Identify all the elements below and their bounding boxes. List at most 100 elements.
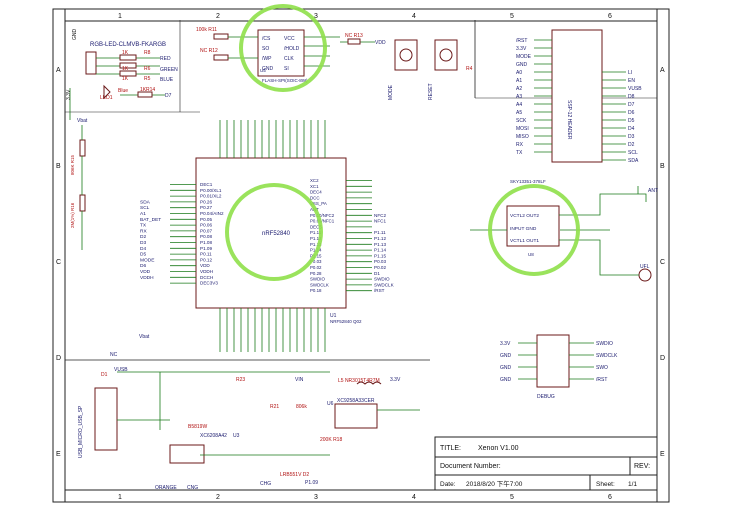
resistor-r15	[79, 139, 86, 157]
row-ruler-right	[656, 8, 670, 503]
column-ruler-bottom	[64, 489, 658, 503]
charger-part: XC6208A42	[200, 433, 227, 439]
vbat-power-label: Vbat	[139, 334, 150, 340]
r5-value: 1K	[122, 76, 129, 82]
date-value: 2018/8/20 下午7:00	[466, 479, 523, 488]
header-pin-left: MODE	[516, 54, 532, 60]
mcu-pin-right: P0.18	[310, 288, 322, 293]
mcu-net-right: P0.02	[374, 265, 386, 270]
mcu-highlight-circle	[225, 183, 323, 281]
d2-label: LRB551V D2	[280, 472, 309, 478]
r12-label: NC R12	[200, 48, 218, 54]
mcu-net-left: VDD	[140, 269, 151, 275]
resistor-r13	[347, 38, 361, 45]
r13-label: NC R13	[345, 33, 363, 39]
flash-pin-right: SI	[284, 66, 289, 72]
mcu-net-left: D4	[140, 246, 146, 252]
row-label-C: C	[56, 259, 61, 266]
charger-ic	[169, 444, 205, 464]
column-label-1: 1	[118, 13, 122, 20]
r16-label: 2M(1%) R16	[70, 202, 75, 228]
flash-pin-left: SO	[262, 46, 269, 52]
mcu-name: nRF52840	[262, 231, 291, 237]
power-block: USB_MICRO_USB_SP D1 VUSB NC Vbat XC6208A…	[78, 334, 420, 491]
mcu-net-right: P1.15	[374, 253, 386, 258]
mcu-pin-right: P1.11	[310, 230, 322, 235]
header-pin-left: A0	[516, 70, 522, 76]
mcu-pin-left: P0.05	[200, 217, 212, 222]
mcu-pin-left: P0.01/XL2	[200, 194, 222, 199]
column-label-3: 3	[314, 13, 318, 20]
mcu-pin-left: VDD	[200, 263, 210, 268]
debug-pin-left: GND	[500, 365, 512, 371]
r23-label: R23	[236, 377, 245, 383]
mcu-net-right: P1.11	[374, 230, 386, 235]
flash-vdd: VDD	[375, 40, 386, 46]
header-pin-left: SCK	[516, 118, 527, 124]
header-pin-left: A5	[516, 110, 522, 116]
column-label-bottom-4: 4	[412, 494, 416, 501]
column-label-6: 6	[608, 13, 612, 20]
mcu-pin-right: SWDIO	[310, 277, 325, 282]
reset-button	[434, 39, 458, 71]
mcu-net-right: P0.03	[374, 259, 386, 264]
header-pin-right: LI	[628, 70, 632, 76]
rf-highlight-circle	[488, 184, 580, 276]
flash-ref: U5	[260, 68, 266, 73]
mcu-net-left: RX	[140, 228, 147, 234]
header-pin-right: D6	[628, 110, 635, 116]
mcu-block: DEC1P0.00/XL1P0.01/XL2P0.26SDAP0.27SCLP0…	[140, 120, 395, 352]
mode-label: MODE	[388, 84, 394, 100]
mcu-net-right: SWDIO	[374, 277, 390, 282]
mcu-pin-right: DEC5	[310, 224, 322, 229]
mcu-pin-left: P1.09	[200, 246, 212, 251]
mcu-net-right: /RST	[374, 288, 385, 293]
column-label-bottom-5: 5	[510, 494, 514, 501]
header-pin-left: RX	[516, 142, 524, 148]
r8-value: 1K	[122, 50, 129, 56]
mcu-pin-left: P0.08	[200, 234, 212, 239]
led1-diode	[103, 84, 111, 100]
mcu-net-right: NFC2	[374, 213, 386, 218]
header-pin-left: A1	[516, 78, 522, 84]
mcu-pin-left: P0.07	[200, 228, 212, 233]
mcu-part: NRF52840 Q02	[330, 319, 362, 324]
mcu-pin-right: XC1	[310, 184, 319, 189]
header-pin-left: 3.3V	[516, 46, 527, 52]
rf-switch-ic	[506, 205, 560, 247]
mcu-pin-left: P0.00/XL1	[200, 188, 222, 193]
mcu-pin-left: P0.04/AIN2	[200, 211, 224, 216]
net-d7: D7	[165, 93, 172, 99]
flash-pin-right: /HOLD	[284, 46, 300, 52]
diode-label: B5819W	[188, 424, 207, 430]
title-value: Xenon V1.00	[478, 445, 519, 452]
header-pin-left: MOSI	[516, 126, 529, 132]
mcu-pin-right: P1.12	[310, 236, 322, 241]
p109-label: P1.09	[305, 480, 318, 486]
row-label-right-A: A	[660, 67, 665, 74]
mcu-pin-right: P0.02	[310, 265, 322, 270]
resistor-r8	[119, 54, 137, 61]
mcu-pin-left: P0.27	[200, 205, 212, 210]
debug-pin-right: SWDIO	[596, 341, 613, 347]
resistor-r14	[137, 91, 153, 98]
header-pin-right: SDA	[628, 158, 639, 164]
inductor-label: L5 NR3015T4R7M	[338, 378, 380, 384]
date-label: Date:	[440, 481, 456, 488]
ant-label: ANT	[648, 188, 658, 194]
mcu-pin-right: P0.03	[310, 259, 322, 264]
mcu-pin-left: DEC3V3	[200, 281, 218, 286]
rgb-led-title: RGB-LED-CLMVB-FKARGB	[90, 42, 166, 48]
column-label-4: 4	[412, 13, 416, 20]
debug-label: DEBUG	[537, 394, 555, 400]
mcu-net-left: D3	[140, 240, 146, 246]
column-label-bottom-6: 6	[608, 494, 612, 501]
header-label: SSP-12 HEADER	[566, 100, 572, 140]
mcu-pin-left: VDDH	[200, 269, 213, 274]
rgb-led-symbol	[85, 51, 97, 75]
mcu-pin-right: P0.09/NFC1	[310, 219, 335, 224]
column-label-5: 5	[510, 13, 514, 20]
net-red: RED	[160, 56, 171, 62]
r15-label: 806K R15	[70, 154, 75, 175]
mcu-ref: U1	[330, 313, 337, 319]
